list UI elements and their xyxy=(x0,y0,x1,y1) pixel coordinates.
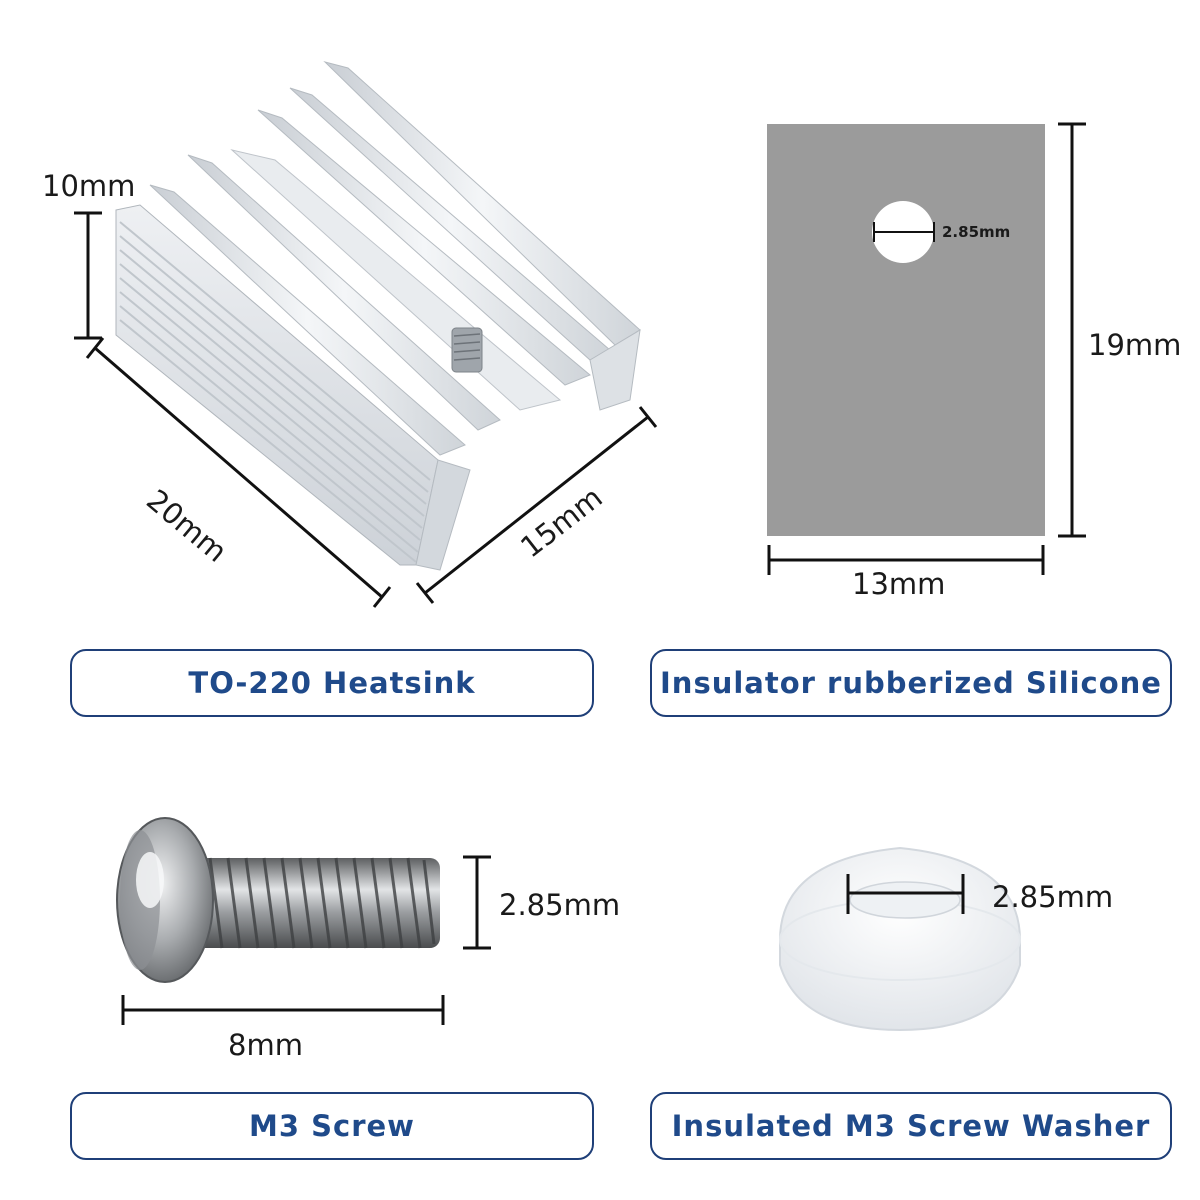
pad-hole-label: 2.85mm xyxy=(942,223,1011,241)
pad-hole-dimension xyxy=(873,222,935,242)
heatsink-height-dimension xyxy=(74,211,102,340)
heatsink-image xyxy=(115,61,641,571)
screw-image xyxy=(116,817,440,983)
pad-height-label: 19mm xyxy=(1088,328,1182,362)
screw-length-label: 8mm xyxy=(228,1028,303,1062)
silicone-pad-image xyxy=(767,124,1045,536)
insulator-caption: Insulator rubberized Silicone xyxy=(650,649,1172,717)
washer-hole-dimension xyxy=(846,874,965,914)
screw-caption-text: M3 Screw xyxy=(249,1109,415,1143)
heatsink-caption: TO-220 Heatsink xyxy=(70,649,594,717)
insulator-caption-text: Insulator rubberized Silicone xyxy=(660,666,1162,700)
screw-diameter-label: 2.85mm xyxy=(499,888,621,922)
pad-width-dimension xyxy=(767,545,1045,575)
screw-caption: M3 Screw xyxy=(70,1092,594,1160)
heatsink-height-label: 10mm xyxy=(42,169,136,203)
washer-caption-text: Insulated M3 Screw Washer xyxy=(671,1109,1151,1143)
washer-image xyxy=(779,846,1021,1032)
washer-hole-label: 2.85mm xyxy=(992,880,1114,914)
screw-length-dimension xyxy=(121,995,445,1025)
heatsink-caption-text: TO-220 Heatsink xyxy=(188,666,476,700)
washer-caption: Insulated M3 Screw Washer xyxy=(650,1092,1172,1160)
pad-width-label: 13mm xyxy=(852,567,946,601)
heatsink-width-dimension xyxy=(415,406,658,604)
heatsink-length-dimension xyxy=(85,337,392,608)
pad-height-dimension xyxy=(1058,122,1086,538)
screw-diameter-dimension xyxy=(463,855,491,950)
